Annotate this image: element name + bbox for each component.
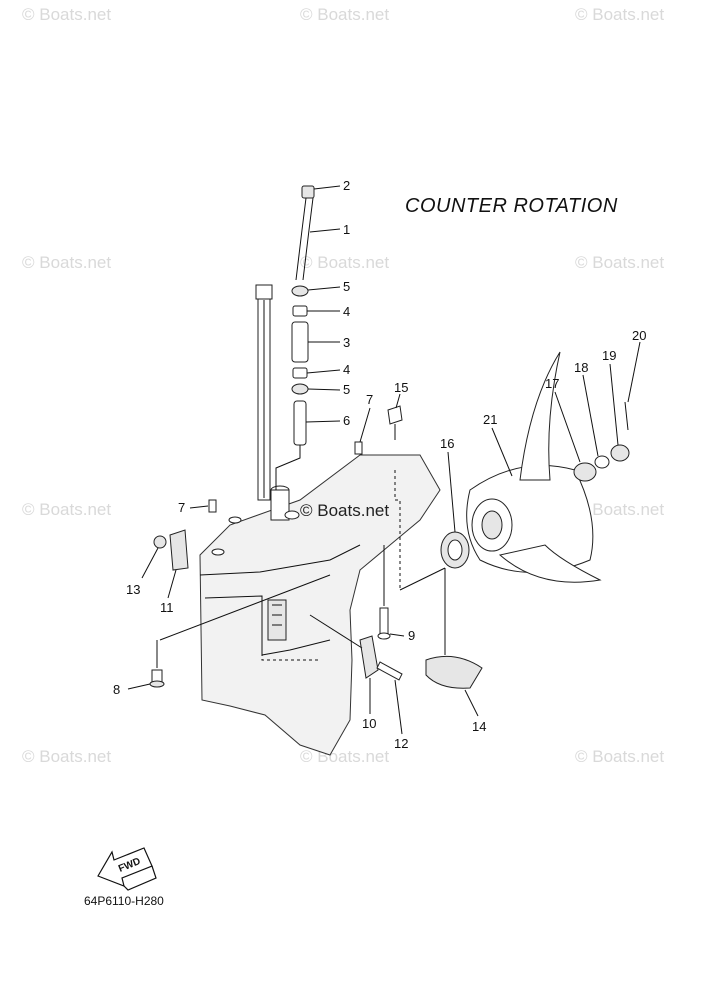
watermark: © Boats.net bbox=[22, 5, 111, 24]
callout-5: 5 bbox=[343, 382, 350, 397]
small-parts bbox=[149, 405, 483, 689]
part-12 bbox=[376, 661, 403, 681]
part-4-bottom bbox=[292, 367, 308, 379]
callout-7: 7 bbox=[178, 500, 185, 515]
part-13 bbox=[153, 535, 167, 549]
callout-14: 14 bbox=[472, 719, 486, 734]
drive-shaft bbox=[255, 284, 273, 501]
part-19 bbox=[610, 444, 630, 462]
water-tube-assembly bbox=[275, 185, 315, 490]
callout-15: 15 bbox=[394, 380, 408, 395]
callout-11: 11 bbox=[160, 600, 174, 615]
callout-19: 19 bbox=[602, 348, 616, 363]
callout-12: 12 bbox=[394, 736, 408, 751]
part-5-top bbox=[291, 285, 309, 297]
watermark: © Boats.net bbox=[575, 5, 664, 24]
callout-2: 2 bbox=[343, 178, 350, 193]
part-4-top bbox=[292, 305, 308, 317]
watermark: © Boats.net bbox=[575, 253, 664, 272]
part-14 bbox=[425, 655, 483, 689]
callout-18: 18 bbox=[574, 360, 588, 375]
callout-7: 7 bbox=[366, 392, 373, 407]
part-18 bbox=[594, 455, 610, 469]
part-2 bbox=[301, 185, 315, 199]
part-9 bbox=[379, 607, 389, 635]
callout-numbers: 2 1 5 4 3 4 5 6 7 7 15 16 21 17 18 19 20… bbox=[113, 178, 646, 751]
watermark: © Boats.net bbox=[300, 253, 389, 272]
callout-8: 8 bbox=[113, 682, 120, 697]
part-7-a bbox=[354, 441, 363, 455]
callout-9: 9 bbox=[408, 628, 415, 643]
lower-housing bbox=[199, 454, 441, 756]
part-15 bbox=[387, 405, 403, 425]
watermark: © Boats.net bbox=[575, 500, 664, 519]
center-watermark: © Boats.net bbox=[300, 501, 389, 520]
callout-3: 3 bbox=[343, 335, 350, 350]
watermarks: © Boats.net © Boats.net © Boats.net © Bo… bbox=[22, 5, 664, 766]
watermark: © Boats.net bbox=[575, 747, 664, 766]
watermark: © Boats.net bbox=[22, 500, 111, 519]
watermark: © Boats.net bbox=[22, 747, 111, 766]
part-20 bbox=[624, 401, 629, 431]
propeller-assembly bbox=[440, 351, 630, 583]
callout-6: 6 bbox=[343, 413, 350, 428]
callout-4: 4 bbox=[343, 362, 350, 377]
diagram-title: COUNTER ROTATION bbox=[405, 195, 618, 217]
watermark: © Boats.net bbox=[22, 253, 111, 272]
callout-17: 17 bbox=[545, 376, 559, 391]
callout-10: 10 bbox=[362, 716, 376, 731]
part-6 bbox=[293, 400, 307, 446]
part-17 bbox=[573, 462, 597, 482]
watermark: © Boats.net bbox=[300, 5, 389, 24]
part-11 bbox=[169, 529, 189, 571]
diagram-code: 64P6110-H280 bbox=[84, 894, 164, 908]
callout-21: 21 bbox=[483, 412, 497, 427]
leader-lines bbox=[127, 185, 641, 735]
part-3 bbox=[291, 321, 309, 363]
part-1 bbox=[295, 197, 314, 281]
fwd-arrow-icon: FWD bbox=[97, 847, 157, 891]
callout-16: 16 bbox=[440, 436, 454, 451]
callout-13: 13 bbox=[126, 582, 140, 597]
callout-20: 20 bbox=[632, 328, 646, 343]
part-5-bottom bbox=[291, 383, 309, 395]
callout-1: 1 bbox=[343, 222, 350, 237]
callout-4: 4 bbox=[343, 304, 350, 319]
callout-5: 5 bbox=[343, 279, 350, 294]
part-10 bbox=[359, 635, 379, 679]
part-7-b bbox=[208, 499, 217, 513]
